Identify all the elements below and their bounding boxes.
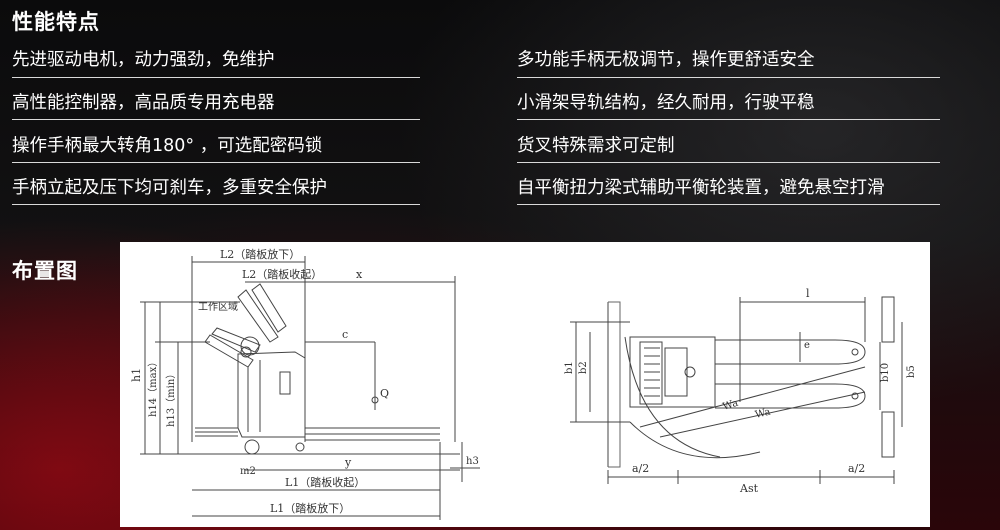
layout-title: 布置图 (12, 259, 78, 283)
feature-right-2: 小滑架导轨结构，经久耐用，行驶平稳 (517, 93, 815, 113)
feature-left-1: 先进驱动电机，动力强劲，免维护 (12, 50, 275, 70)
label-c: c (342, 328, 348, 341)
label-h14-max: h14（max） (147, 357, 159, 417)
label-b2: b2 (578, 361, 589, 374)
feature-right-1: 多功能手柄无极调节，操作更舒适安全 (517, 50, 815, 70)
side-view-drawing (140, 256, 480, 520)
label-ast: Ast (739, 482, 759, 495)
label-l1-down: L1（踏板放下） (270, 501, 350, 515)
feature-divider (517, 162, 940, 163)
feature-divider (12, 162, 420, 163)
label-m2: m2 (240, 466, 256, 477)
label-a2-right: a/2 (848, 462, 865, 475)
feature-divider (517, 119, 940, 120)
feature-left-3: 操作手柄最大转角180° ，可选配密码锁 (12, 136, 323, 156)
label-q: Q (380, 387, 389, 400)
label-e: e (804, 340, 810, 351)
layout-diagram: L2（踏板放下） L2（踏板收起） x 工作区域 c Q h1 h14（max）… (120, 242, 930, 527)
top-view-drawing (570, 296, 903, 484)
label-wa-right: Wa (754, 407, 772, 421)
label-l2-down: L2（踏板放下） (220, 247, 300, 261)
label-x: x (356, 268, 363, 281)
feature-divider (12, 77, 420, 78)
label-b10: b10 (880, 363, 891, 382)
label-wa-left: Wa (722, 398, 740, 413)
feature-left-4: 手柄立起及压下均可刹车，多重安全保护 (12, 178, 327, 198)
feature-left-2: 高性能控制器，高品质专用充电器 (12, 93, 275, 113)
feature-divider (12, 204, 420, 205)
features-title: 性能特点 (12, 10, 100, 34)
label-h1: h1 (130, 368, 143, 382)
feature-divider (12, 119, 420, 120)
label-work-area: 工作区域 (198, 300, 238, 313)
feature-right-4: 自平衡扭力梁式辅助平衡轮装置，避免悬空打滑 (517, 178, 885, 198)
label-l: l (806, 287, 810, 300)
label-h13-min: h13（min） (165, 369, 177, 427)
label-l1-up: L1（踏板收起） (285, 475, 365, 489)
label-a2-left: a/2 (632, 462, 649, 475)
feature-right-3: 货叉特殊需求可定制 (517, 136, 675, 156)
label-l2-up: L2（踏板收起） (242, 267, 322, 281)
label-b1: b1 (564, 361, 575, 374)
feature-divider (517, 77, 940, 78)
label-y: y (344, 456, 352, 469)
label-h3: h3 (466, 456, 479, 467)
label-b5: b5 (906, 365, 917, 378)
feature-divider (517, 204, 940, 205)
